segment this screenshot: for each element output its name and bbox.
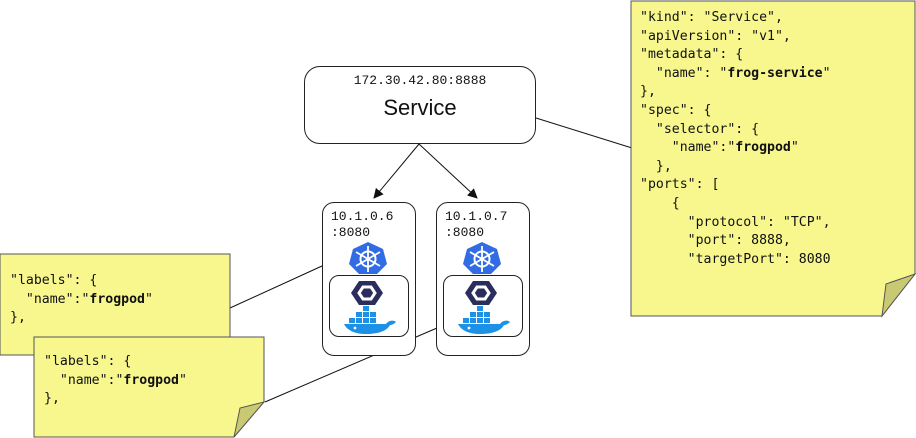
pod1-labels-text: "labels": { "name":"frogpod" }, <box>10 272 153 328</box>
service-label: Service <box>383 95 457 120</box>
note-value-bold: frogpod <box>123 372 179 388</box>
note-text-segment: "name":" <box>640 140 736 156</box>
pod2-labels-note-curl <box>233 401 266 438</box>
note-text-segment: { <box>640 195 680 211</box>
note-line: }, <box>640 159 672 174</box>
note-text-segment: "labels": { <box>44 354 132 369</box>
note-line: "labels": { <box>44 354 131 369</box>
pod2-labels-text: "labels": { "name":"frogpod" }, <box>44 353 187 409</box>
note-line: "spec": { <box>640 103 711 118</box>
note-text-segment: "metadata": { <box>640 47 744 63</box>
container-2 <box>443 275 523 337</box>
note-text-segment: "selector": { <box>640 121 760 137</box>
service-to-pod1-arrow <box>373 143 420 199</box>
note-line: "port": 8888, <box>640 233 791 248</box>
note-text-segment: "name":" <box>44 372 124 388</box>
note-text-segment: "targetPort": 8080 <box>640 251 831 267</box>
note-text-segment: "name":" <box>10 291 90 307</box>
note-text-segment: "kind": "Service", <box>640 10 783 25</box>
service-ip: 172.30.42.80:8888 <box>353 73 487 88</box>
note-line: }, <box>640 84 656 99</box>
note-text-segment: "ports": [ <box>640 177 720 193</box>
note-line: "apiVersion": "v1", <box>640 29 791 44</box>
note-text-segment: }, <box>44 391 60 407</box>
note-text-segment: " <box>144 291 153 307</box>
note-text-segment: "labels": { <box>10 273 98 288</box>
service-to-pod2-arrow <box>418 143 478 199</box>
kubernetes-icon <box>463 242 501 274</box>
note-text-segment: " <box>178 372 187 388</box>
note-line: "ports": [ <box>640 177 719 192</box>
service-node: 172.30.42.80:8888 Service <box>304 66 536 144</box>
pod-1-address: 10.1.0.6 :8080 <box>331 209 394 240</box>
pod-2-address: 10.1.0.7 :8080 <box>445 209 508 240</box>
note-line: }, <box>44 391 60 406</box>
pod1-labels-connector <box>229 265 323 309</box>
note-text-segment: "name": " <box>640 65 728 81</box>
service-spec-text: "kind": "Service", "apiVersion": "v1", "… <box>640 9 831 269</box>
pod-1: 10.1.0.6 :8080 <box>322 202 416 356</box>
docker-whale-icon <box>458 306 510 334</box>
note-text-segment: }, <box>640 84 656 100</box>
service-spec-connector <box>535 117 633 149</box>
hexagon-runtime-icon <box>465 281 497 305</box>
note-line: "name":"frogpod" <box>44 373 187 388</box>
note-text-segment: " <box>822 65 831 81</box>
note-line: "selector": { <box>640 122 759 137</box>
note-text-segment: " <box>790 140 799 156</box>
note-line: "metadata": { <box>640 47 743 62</box>
note-text-segment: "port": 8888, <box>640 233 791 249</box>
note-text-segment: }, <box>640 158 672 174</box>
note-text-segment: "protocol": "TCP", <box>640 214 831 230</box>
note-text-segment: "spec": { <box>640 102 712 118</box>
kubernetes-icon <box>349 242 387 274</box>
note-line: }, <box>10 310 26 325</box>
note-text-segment: "apiVersion": "v1", <box>640 28 791 44</box>
note-text-segment: }, <box>10 310 26 326</box>
note-line: "labels": { <box>10 273 97 288</box>
note-value-bold: frog-service <box>727 65 823 81</box>
note-line: "kind": "Service", <box>640 10 783 25</box>
note-line: { <box>640 196 680 211</box>
pod-2: 10.1.0.7 :8080 <box>436 202 530 356</box>
docker-whale-icon <box>344 306 396 334</box>
note-line: "protocol": "TCP", <box>640 215 831 230</box>
note-line: "name":"frogpod" <box>640 140 799 155</box>
hexagon-runtime-icon <box>351 281 383 305</box>
note-value-bold: frogpod <box>735 140 791 156</box>
container-1 <box>329 275 409 337</box>
note-value-bold: frogpod <box>89 291 145 307</box>
note-line: "targetPort": 8080 <box>640 252 831 267</box>
note-line: "name":"frogpod" <box>10 292 153 307</box>
service-spec-note-curl <box>881 273 916 318</box>
note-line: "name": "frog-service" <box>640 66 831 81</box>
